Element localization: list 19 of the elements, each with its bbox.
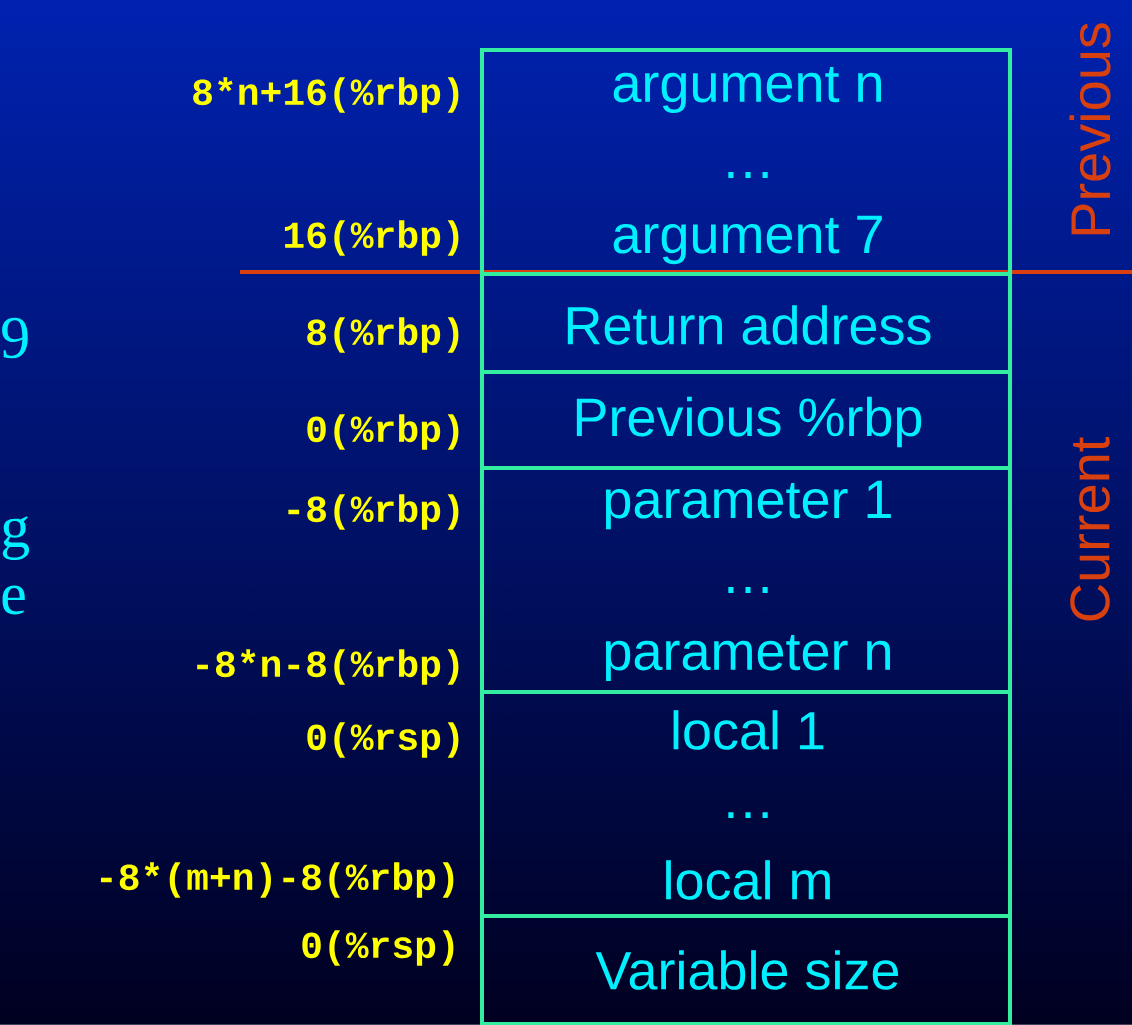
offset-label: 16(%rbp)	[284, 220, 459, 256]
offset-label: -8(%rbp)	[288, 494, 459, 530]
stack-slot: Variable size	[480, 914, 1012, 1025]
offset-label: 0(%rsp)	[307, 722, 459, 758]
stack-slot: Return address	[480, 272, 1012, 374]
frame-label: Current	[1070, 437, 1110, 621]
text-fragment: g	[2, 516, 30, 560]
offset-label: 0(%rbp)	[307, 414, 459, 450]
stack-slot: argument n … argument 7	[480, 48, 1012, 276]
text-fragment: e	[2, 585, 25, 615]
stack-slot: local 1 … local m	[480, 690, 1012, 918]
offset-label: -8*n-8(%rbp)	[197, 649, 459, 685]
offset-label: -8*(m+n)-8(%rbp)	[100, 862, 454, 898]
text-fragment: 9	[2, 317, 28, 359]
stack-slot: parameter 1 … parameter n	[480, 466, 1012, 694]
offset-label: 0(%rsp)	[302, 930, 454, 966]
frame-label: Previous	[1069, 23, 1111, 235]
offset-label: 8(%rbp)	[307, 317, 459, 353]
stack-slot: Previous %rbp	[480, 370, 1012, 470]
